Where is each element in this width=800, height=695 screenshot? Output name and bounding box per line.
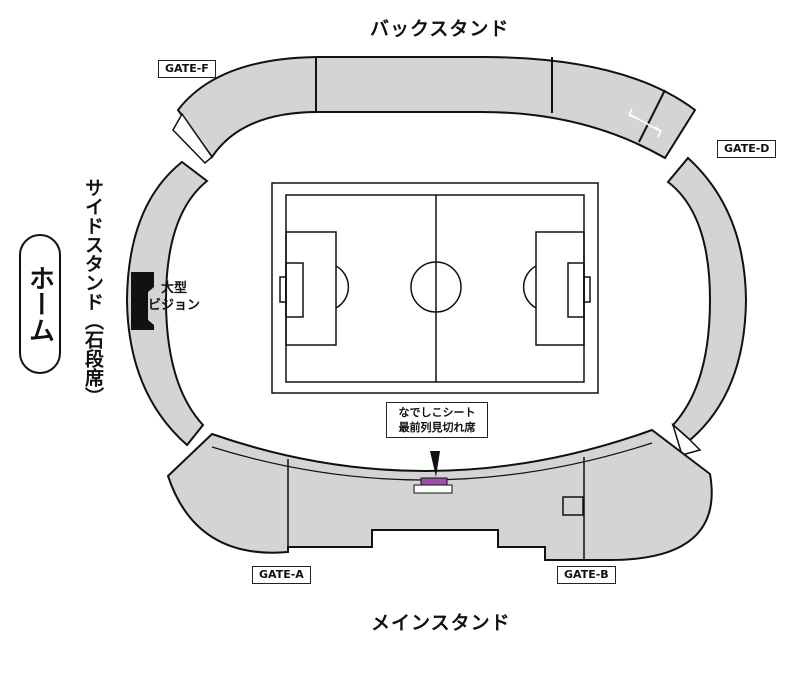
callout-line1: なでしこシート	[398, 406, 476, 419]
nadeshiko-callout: なでしこシート 最前列見切れ席	[386, 402, 488, 438]
back-stand-label: バックスタンド	[370, 18, 510, 40]
back-stand-divider-d	[638, 89, 666, 143]
gate-d[interactable]: GATE-D	[717, 140, 777, 158]
large-screen-label: 大型 ビジョン	[144, 280, 204, 314]
nadeshiko-seat[interactable]	[420, 477, 448, 486]
home-indicator: ホーム	[19, 234, 61, 374]
right-connector-bottom	[671, 422, 702, 456]
main-stand[interactable]	[166, 428, 713, 561]
large-screen-label-line1: 大型	[160, 281, 187, 296]
gate-b[interactable]: GATE-B	[557, 566, 616, 584]
main-stand-box	[562, 496, 584, 516]
callout-pointer	[430, 451, 440, 477]
home-label: ホーム	[24, 265, 55, 343]
right-stand[interactable]	[666, 156, 748, 442]
side-stand[interactable]	[125, 160, 209, 447]
gate-f[interactable]: GATE-F	[158, 60, 216, 78]
soccer-pitch	[271, 182, 599, 394]
side-stand-label: サイドスタンド（石段席）	[82, 178, 104, 406]
gate-a[interactable]: GATE-A	[252, 566, 311, 584]
side-connector-top	[172, 112, 214, 165]
main-stand-label: メインスタンド	[371, 612, 511, 634]
nadeshiko-seat-base	[413, 484, 453, 494]
large-screen-label-line2: ビジョン	[147, 298, 200, 313]
callout-line2: 最前列見切れ席	[398, 421, 476, 434]
double-arrow-icon	[627, 108, 663, 138]
back-stand[interactable]	[176, 56, 697, 160]
large-screen[interactable]	[131, 272, 154, 330]
